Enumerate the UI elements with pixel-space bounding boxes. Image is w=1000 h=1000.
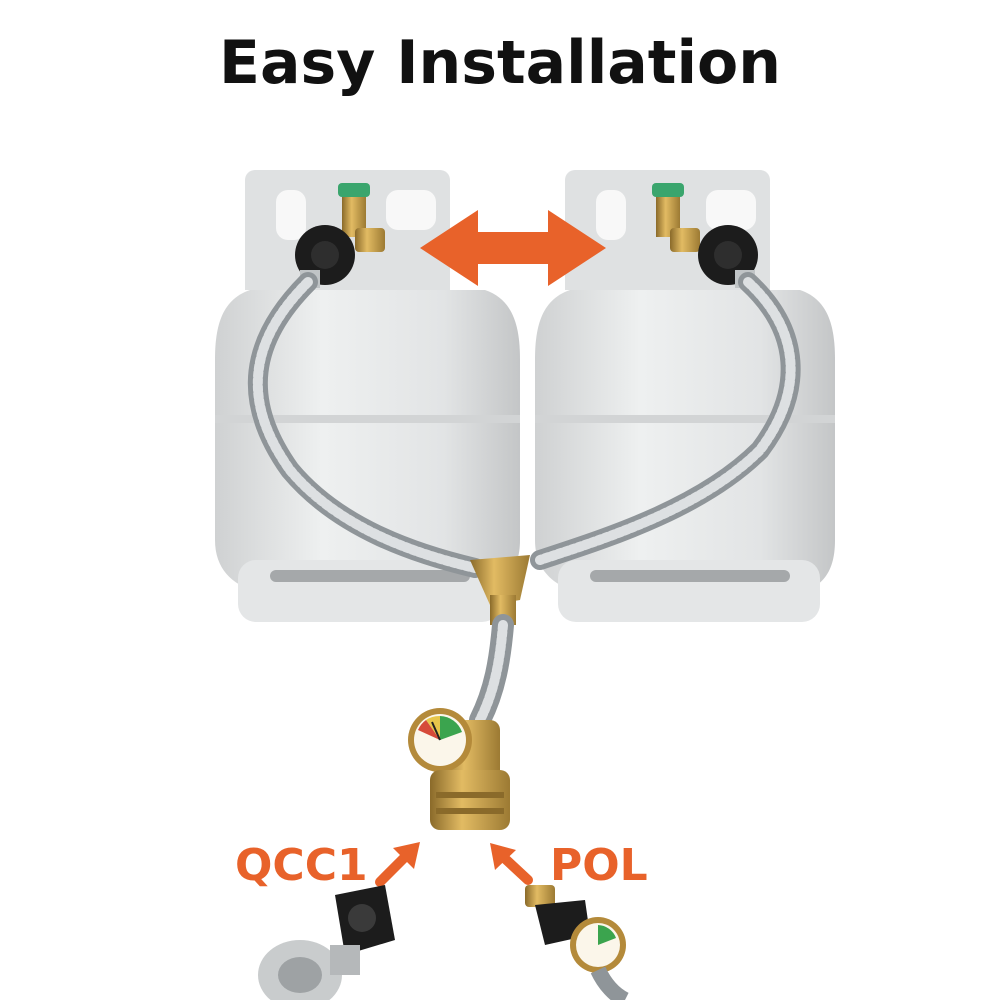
left-acme-knob [295, 225, 355, 288]
pol-label: POL [550, 840, 648, 891]
left-tank-valve [338, 183, 385, 252]
page-title: Easy Installation [219, 28, 781, 98]
pol-arrow [490, 843, 533, 885]
qcc1-regulator-fitting [258, 885, 395, 1000]
right-tank-valve [652, 183, 700, 252]
qcc1-arrow [375, 842, 420, 887]
pol-fitting [525, 885, 629, 1000]
swap-double-arrow [420, 210, 606, 286]
left-propane-tank [215, 170, 520, 622]
pressure-gauge-adapter [408, 708, 510, 830]
qcc1-label: QCC1 [235, 840, 368, 891]
